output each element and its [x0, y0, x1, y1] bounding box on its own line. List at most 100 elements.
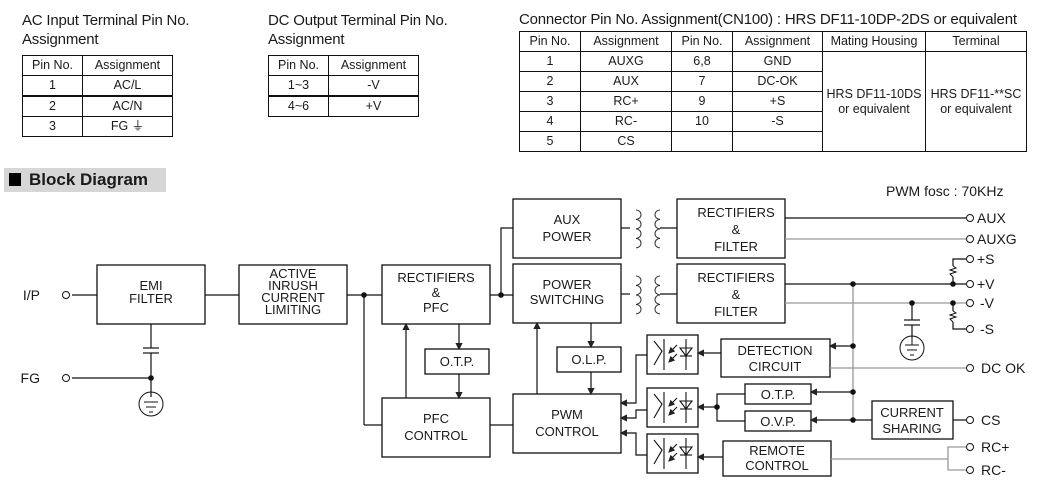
detection-circuit-block — [720, 338, 831, 378]
pfc-ctrl-label: PFC — [423, 411, 449, 426]
aux-power-label: POWER — [542, 229, 591, 244]
minus-v-terminal-label: -V — [980, 295, 995, 311]
minus-s-terminal — [966, 325, 974, 333]
aux-terminal-label: AUX — [977, 210, 1006, 226]
aux-power-label: AUX — [554, 212, 581, 227]
table-row: 5 CS — [519, 131, 1027, 152]
rc-plus-terminal — [966, 443, 974, 451]
header-cell: Assignment — [328, 55, 419, 76]
sense-resistor-plus-icon — [948, 265, 958, 278]
cell: AUX — [580, 71, 672, 92]
cell: AUXG — [580, 51, 672, 72]
header-cell: Pin No. — [22, 55, 83, 76]
power-sw-label: SWITCHING — [530, 292, 604, 307]
pwm-ctrl-label: CONTROL — [535, 424, 599, 439]
inrush-label: LIMITING — [265, 302, 321, 317]
cs-terminal — [966, 416, 974, 424]
table-row: 2 AUX 7 DC-OK — [519, 71, 1027, 92]
dc-title-line1: DC Output Terminal Pin No. — [268, 12, 448, 29]
ip-terminal — [62, 291, 70, 299]
aux-terminal — [966, 214, 974, 222]
ovp-label: O.V.P. — [760, 414, 795, 429]
rect-pfc-label: RECTIFIERS — [397, 270, 475, 285]
remote-label: CONTROL — [745, 458, 809, 473]
rc-minus-terminal — [966, 466, 974, 474]
cell: +V — [328, 95, 419, 117]
dc-pin-table: Pin No. Assignment 1~3-V 4~6+V — [268, 55, 419, 117]
current-sharing-label: SHARING — [882, 421, 941, 436]
sense-resistor-minus-icon — [948, 310, 958, 323]
table-header-row: Pin No. Assignment — [22, 55, 173, 76]
otp2-label: O.T.P. — [761, 387, 795, 402]
rect-filter1-label: RECTIFIERS — [697, 205, 775, 220]
cell: +S — [732, 91, 823, 112]
dc-table-title: DC Output Terminal Pin No. Assignment — [268, 11, 448, 49]
pwm-frequency-note: PWM fosc : 70KHz — [886, 183, 1003, 199]
power-sw-label: POWER — [542, 277, 591, 292]
earth-ground-icon — [899, 335, 925, 361]
header-cell: Terminal — [925, 31, 1027, 52]
ac-title-line1: AC Input Terminal Pin No. — [22, 12, 190, 29]
mating-housing-cell: HRS DF11-10DS or equivalent — [822, 51, 926, 152]
rect-filter1-label: FILTER — [714, 239, 758, 254]
rc-minus-terminal-label: RC- — [981, 462, 1006, 478]
optocoupler-3 — [646, 433, 699, 474]
plus-s-terminal — [966, 255, 974, 263]
auxg-terminal — [966, 235, 974, 243]
plus-v-terminal-label: +V — [977, 276, 995, 292]
inrush-label: CURRENT — [261, 290, 325, 305]
connector-pin-table: Pin No. Assignment Pin No. Assignment Ma… — [519, 31, 1027, 152]
cell: AC/L — [82, 75, 173, 97]
ac-table-title: AC Input Terminal Pin No. Assignment — [22, 11, 190, 49]
earth-ground-icon — [138, 391, 164, 417]
rect-pfc-label: PFC — [423, 300, 449, 315]
pwm-ctrl-label: PWM — [551, 407, 583, 422]
rect-filter2-label: & — [732, 287, 741, 302]
pfc-control-block — [381, 397, 491, 458]
header-cell: Assignment — [580, 31, 672, 52]
minus-v-terminal — [966, 299, 974, 307]
emi-label: FILTER — [129, 291, 173, 306]
primary-wires — [72, 217, 966, 461]
table-header-row: Pin No. Assignment Pin No. Assignment Ma… — [519, 31, 1027, 52]
block-diagram-heading: Block Diagram — [4, 168, 166, 192]
cell: 4~6 — [268, 95, 329, 117]
plus-s-terminal-label: +S — [977, 251, 995, 267]
optocoupler-2 — [646, 387, 699, 428]
terminal-line1: HRS DF11-**SC — [930, 86, 1022, 101]
optocoupler-icon — [653, 339, 694, 370]
junction-dots — [148, 281, 956, 423]
plus-v-terminal — [966, 280, 974, 288]
mating-housing-line1: HRS DF11-10DS — [826, 86, 922, 101]
cell: FG ⏚ — [82, 116, 173, 137]
detection-label: CIRCUIT — [749, 359, 802, 374]
transformer-icon — [635, 275, 661, 315]
pfc-ctrl-label: CONTROL — [404, 428, 468, 443]
cell: AC/N — [82, 95, 173, 117]
optocoupler-icon — [653, 438, 694, 469]
terminal-line2: or equivalent — [940, 101, 1012, 116]
cell: 10 — [671, 111, 733, 132]
table-header-row: Pin No. Assignment — [268, 55, 419, 76]
rect-pfc-label: & — [432, 285, 441, 300]
auxg-terminal-label: AUXG — [977, 231, 1017, 247]
optocoupler-icon — [653, 392, 694, 423]
pwm-control-block — [512, 393, 622, 454]
cell — [732, 131, 823, 152]
terminal-cell: HRS DF11-**SC or equivalent — [925, 51, 1027, 152]
dc-title-line2: Assignment — [268, 31, 345, 48]
rect-filter1-label: & — [732, 222, 741, 237]
cn-table-title: Connector Pin No. Assignment(CN100) : HR… — [519, 11, 1017, 28]
ac-title-line2: Assignment — [22, 31, 99, 48]
inrush-label: INRUSH — [268, 278, 318, 293]
fg-terminal-label: FG — [21, 370, 40, 386]
olp-label: O.L.P. — [571, 352, 606, 367]
detection-label: DETECTION — [737, 343, 812, 358]
mating-housing-line2: or equivalent — [838, 101, 910, 116]
cs-terminal-label: CS — [981, 412, 1000, 428]
rect-filter2-label: RECTIFIERS — [697, 270, 775, 285]
dc-ok-terminal-label: DC OK — [981, 360, 1026, 376]
